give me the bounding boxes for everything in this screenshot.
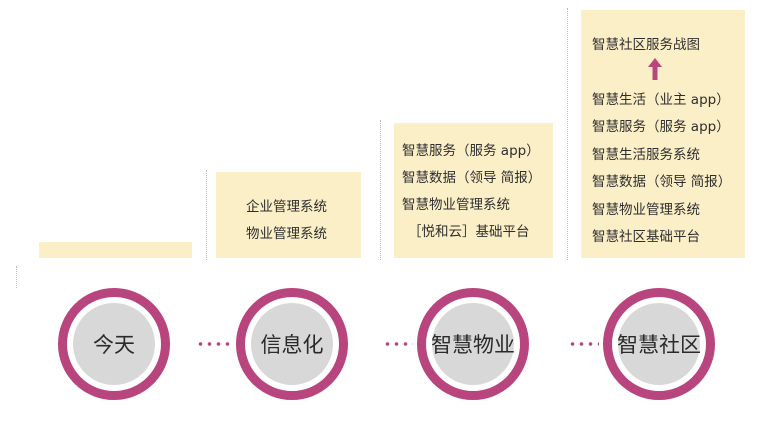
detail-item: 智慧服务（服务 app） bbox=[592, 119, 730, 135]
stage-panel-informatization: 企业管理系统 物业管理系统 bbox=[216, 172, 361, 258]
detail-item: 企业管理系统 bbox=[246, 199, 327, 215]
guide-line-community bbox=[567, 8, 568, 260]
detail-item: 智慧数据（领导 简报） bbox=[592, 174, 732, 190]
guide-line-info bbox=[206, 170, 207, 260]
connector-dots bbox=[568, 342, 599, 346]
guide-line-left bbox=[16, 266, 17, 288]
stage-label: 智慧社区 bbox=[617, 303, 701, 385]
detail-item: 智慧生活服务系统 bbox=[592, 146, 700, 163]
guide-line-property bbox=[380, 120, 381, 260]
stage-label: 信息化 bbox=[251, 303, 333, 385]
stage-circle-smart-community: 智慧社区 bbox=[603, 288, 715, 400]
stage-circle-smart-property: 智慧物业 bbox=[417, 288, 529, 400]
stage-panel-smart-property: 智慧服务（服务 app） 智慧数据（领导 简报） 智慧物业管理系统 ［悦和云］基… bbox=[394, 123, 553, 258]
connector-dots bbox=[383, 342, 413, 346]
detail-item: 智慧数据（领导 简报） bbox=[402, 170, 542, 186]
connector-dots bbox=[196, 342, 232, 346]
stage-circle-informatization: 信息化 bbox=[236, 288, 348, 400]
top-goal-label: 智慧社区服务战图 bbox=[592, 37, 700, 53]
arrow-up-icon bbox=[648, 58, 662, 80]
detail-item: 智慧社区基础平台 bbox=[592, 229, 700, 245]
stage-panel-smart-community: 智慧社区服务战图 智慧生活（业主 app） 智慧服务（服务 app） 智慧生活服… bbox=[581, 10, 745, 258]
stage-panel-today bbox=[39, 242, 192, 258]
stage-label: 今天 bbox=[73, 303, 155, 385]
detail-item: 智慧生活（业主 app） bbox=[592, 91, 730, 108]
detail-item: ［悦和云］基础平台 bbox=[408, 224, 530, 240]
detail-item: 物业管理系统 bbox=[246, 226, 327, 242]
stage-circle-today: 今天 bbox=[58, 288, 170, 400]
detail-item: 智慧服务（服务 app） bbox=[402, 143, 540, 159]
stage-label: 智慧物业 bbox=[431, 303, 515, 385]
detail-item: 智慧物业管理系统 bbox=[402, 197, 510, 213]
detail-item: 智慧物业管理系统 bbox=[592, 201, 700, 218]
